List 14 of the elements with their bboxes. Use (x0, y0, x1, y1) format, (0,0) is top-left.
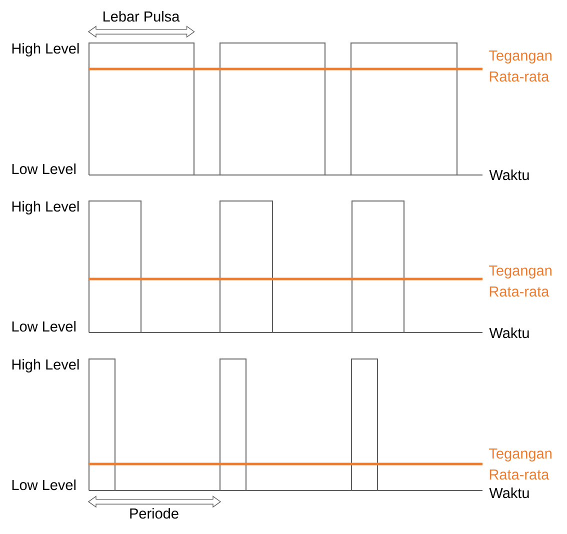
level-label: Low Level (12, 479, 76, 490)
axis-label: Waktu (489, 487, 529, 498)
line-label: Tegangan Rata-rata (489, 266, 552, 297)
line-label: Tegangan Rata-rata (489, 50, 552, 82)
axis-label: Waktu (489, 169, 529, 180)
dimension-label: Lebar Pulsa (104, 10, 180, 22)
level-label: High Level (12, 200, 79, 214)
level-label: High Level (12, 42, 79, 56)
level-label: Low Level (12, 320, 76, 332)
level-label: High Level (12, 358, 79, 372)
level-label: Low Level (12, 163, 76, 174)
line-label: Tegangan Rata-rata (489, 448, 552, 480)
dimension-label: Periode (130, 508, 178, 519)
axis-label: Waktu (489, 327, 529, 338)
